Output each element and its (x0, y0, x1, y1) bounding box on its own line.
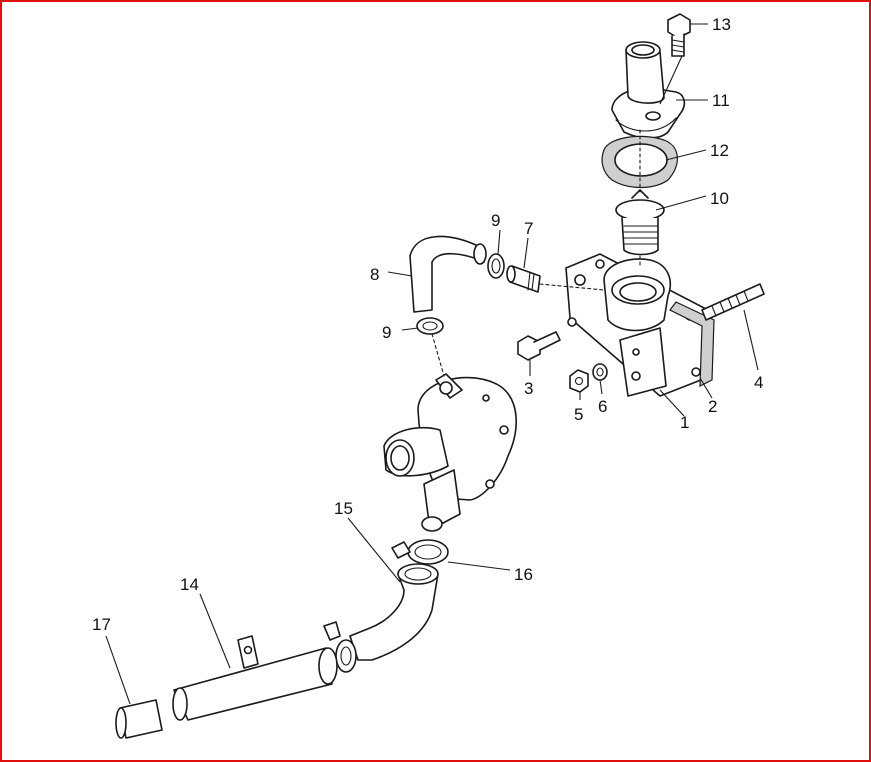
part-7-pipe-nipple (506, 265, 541, 293)
part-16-gasket (391, 539, 449, 565)
label-13: 13 (712, 15, 731, 34)
label-16: 16 (514, 565, 533, 584)
label-2: 2 (708, 397, 717, 416)
label-6: 6 (598, 397, 607, 416)
leader-lines (105, 23, 759, 705)
label-1: 1 (680, 413, 689, 432)
label-3: 3 (524, 379, 533, 398)
label-12: 12 (710, 141, 729, 160)
part-6-washer (592, 363, 608, 381)
part-11-outlet-cover (611, 41, 686, 139)
part-17-sleeve (115, 699, 163, 739)
part-8-hose (409, 235, 487, 313)
label-9-upper: 9 (491, 211, 500, 230)
label-5: 5 (574, 405, 583, 424)
part-5-nut (569, 369, 589, 393)
label-11: 11 (712, 91, 730, 110)
part-number-labels: 13 11 12 10 9 7 8 9 3 5 6 1 2 4 15 16 14… (92, 15, 763, 634)
label-9-lower: 9 (382, 323, 391, 342)
part-10-thermostat (615, 189, 665, 256)
label-8: 8 (370, 265, 379, 284)
part-3-bolt (517, 331, 561, 361)
label-10: 10 (710, 189, 729, 208)
part-9-lower-clamp (416, 317, 444, 335)
part-2-housing-gasket (669, 301, 715, 387)
part-9-upper-clamp (487, 253, 505, 279)
part-15-elbow-hose (349, 563, 439, 661)
label-7: 7 (524, 219, 533, 238)
part-4-stud (701, 283, 765, 321)
part-14-water-pipe (172, 635, 338, 721)
label-14: 14 (180, 575, 199, 594)
water-pump-body (383, 373, 517, 532)
label-15: 15 (334, 499, 353, 518)
label-4: 4 (754, 373, 763, 392)
label-17: 17 (92, 615, 111, 634)
part-13-bolt (667, 13, 691, 57)
